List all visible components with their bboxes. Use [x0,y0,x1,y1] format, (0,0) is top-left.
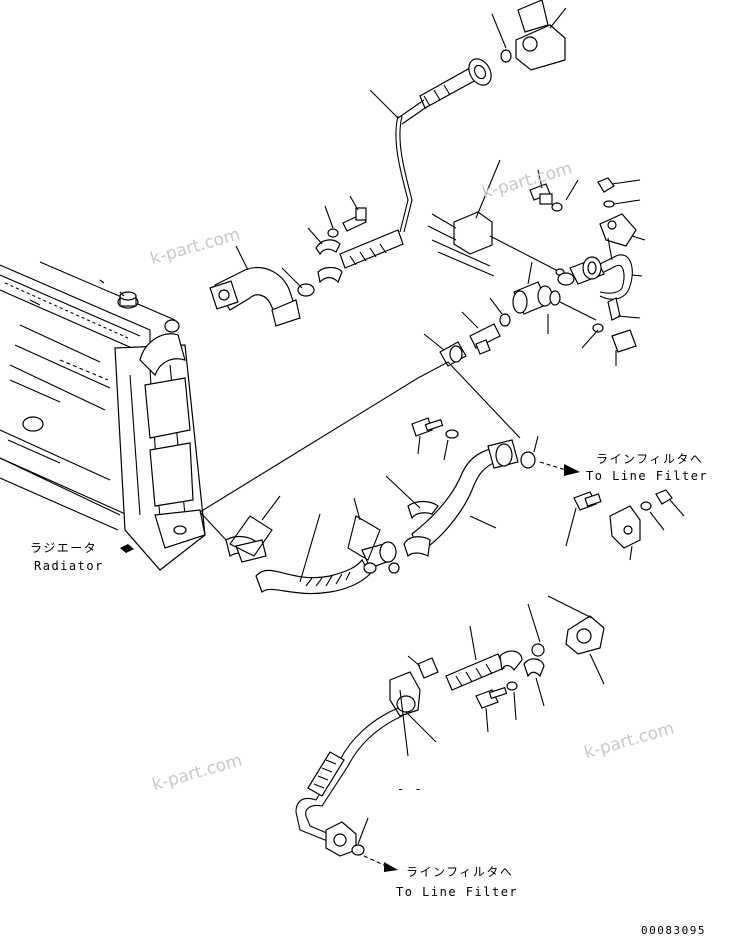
middle-pipe-hoses [199,361,539,595]
lower-pipe-assembly [295,595,605,872]
to-line-filter-lower-en: To Line Filter [396,885,519,899]
to-line-filter-lower-jp: ラインフィルタへ [406,865,514,879]
upper-filter-arrow [539,461,580,476]
to-line-filter-upper-en: To Line Filter [586,469,709,483]
drawing-number: 00083095 [641,924,706,937]
radiator-label-jp: ラジエータ [30,541,98,555]
dash-note: - - [397,782,424,796]
right-bracket-group [565,489,685,561]
to-line-filter-upper-jp: ラインフィルタへ [596,452,704,466]
upper-elbow-parts [209,0,567,327]
radiator-label-en: Radiator [34,559,104,573]
radiator-assembly [0,261,206,571]
right-upper-fittings [423,159,646,367]
